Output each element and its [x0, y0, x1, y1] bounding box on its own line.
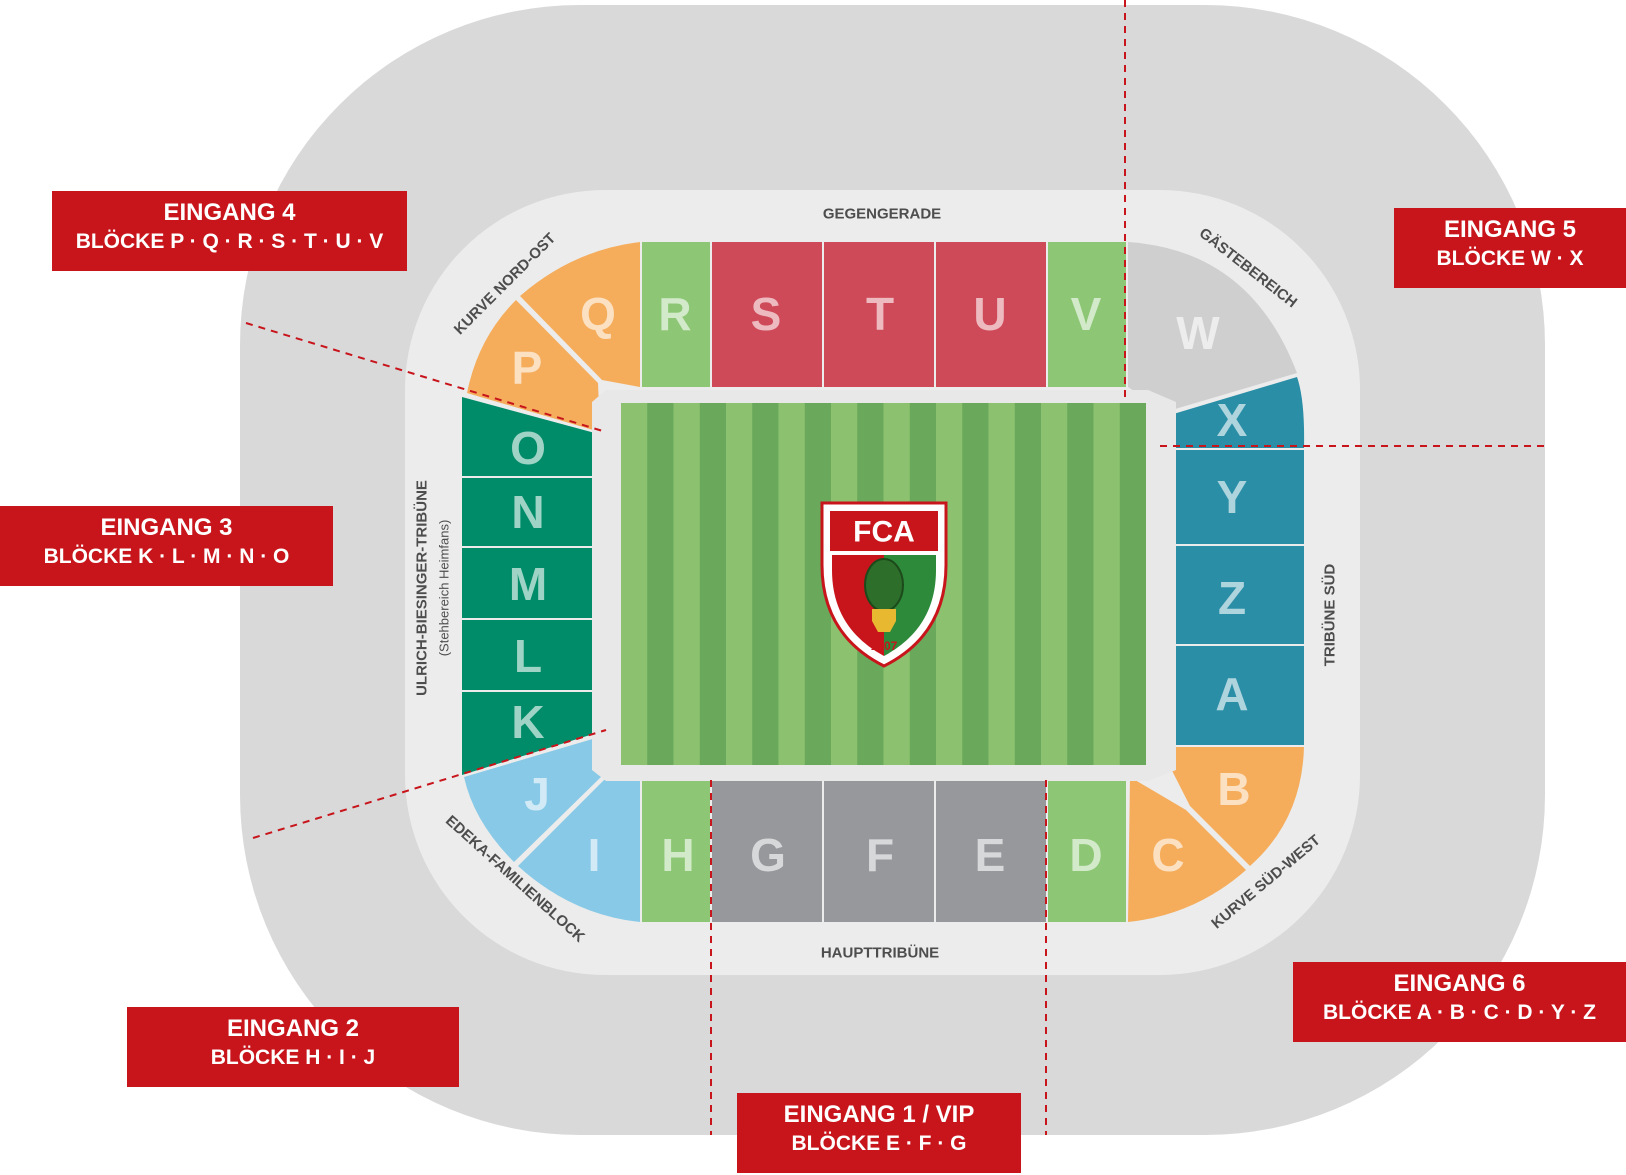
entrance-2-blocks: BLÖCKE H · I · J — [210, 1046, 376, 1069]
area-gegengerade: GEGENGERADE — [823, 206, 941, 223]
block-F[interactable] — [824, 778, 934, 922]
block-R[interactable] — [642, 242, 710, 387]
block-W[interactable] — [1128, 242, 1297, 412]
block-V[interactable] — [1048, 242, 1126, 387]
entrance-3-box: EINGANG 3 BLÖCKE K · L · M · N · O — [0, 506, 333, 586]
entrance-5-box: EINGANG 5 BLÖCKE W · X — [1394, 208, 1626, 288]
entrance-3-blocks: BLÖCKE K · L · M · N · O — [43, 545, 290, 568]
entrance-6-box: EINGANG 6 BLÖCKE A · B · C · D · Y · Z — [1293, 962, 1626, 1042]
entrance-3-title: EINGANG 3 — [100, 514, 233, 541]
pitch-stripe — [962, 403, 989, 765]
entrance-4-blocks: BLÖCKE P · Q · R · S · T · U · V — [75, 230, 384, 253]
block-Y[interactable] — [1160, 450, 1304, 544]
block-E[interactable] — [936, 778, 1046, 922]
pitch-stripe — [699, 403, 726, 765]
block-H[interactable] — [642, 778, 710, 922]
block-label-T: T — [866, 288, 894, 340]
block-T[interactable] — [824, 242, 934, 387]
block-label-M: M — [509, 558, 547, 610]
block-G[interactable] — [712, 778, 822, 922]
area-tribuene-sued: TRIBÜNE SÜD — [1322, 564, 1339, 667]
entrance-1-vip-title: EINGANG 1 / VIP — [783, 1101, 975, 1128]
crest-text: FCA — [853, 516, 915, 549]
block-label-O: O — [510, 422, 546, 474]
block-B[interactable] — [1160, 747, 1304, 866]
entrance-5-blocks: BLÖCKE W · X — [1436, 247, 1584, 270]
block-X[interactable] — [1160, 377, 1305, 448]
block-label-J: J — [524, 768, 550, 820]
block-label-F: F — [866, 829, 894, 881]
block-label-R: R — [658, 288, 691, 340]
block-O[interactable] — [462, 397, 606, 476]
divider-north-west — [245, 322, 607, 433]
block-label-U: U — [973, 288, 1006, 340]
block-S[interactable] — [712, 242, 822, 387]
block-N[interactable] — [462, 478, 606, 546]
entrance-divider-lines — [245, 0, 1545, 1135]
block-label-Z: Z — [1218, 572, 1246, 624]
entrance-4-box: EINGANG 4 BLÖCKE P · Q · R · S · T · U ·… — [52, 191, 407, 271]
entrance-5-title: EINGANG 5 — [1443, 216, 1577, 243]
block-M[interactable] — [462, 548, 606, 618]
block-A[interactable] — [1160, 646, 1304, 745]
area-haupttribuene: HAUPTTRIBÜNE — [821, 945, 939, 962]
block-label-P: P — [512, 342, 543, 394]
pitch-stripe — [647, 403, 674, 765]
block-L[interactable] — [462, 620, 606, 690]
block-C[interactable] — [1128, 777, 1246, 922]
block-U[interactable] — [936, 242, 1046, 387]
entrance-1-vip-blocks: BLÖCKE E · F · G — [791, 1132, 967, 1155]
entrance-4-title: EINGANG 4 — [163, 199, 296, 226]
area-west-stand-sub: (Stehbereich Heimfans) — [437, 520, 452, 657]
divider-south-west — [252, 729, 607, 839]
block-Q[interactable] — [520, 242, 640, 387]
entrance-1-vip-box: EINGANG 1 / VIP BLÖCKE E · F · G — [737, 1093, 1021, 1173]
block-label-K: K — [511, 696, 544, 748]
block-label-Y: Y — [1217, 471, 1248, 523]
block-J[interactable] — [464, 735, 606, 862]
block-label-D: D — [1069, 829, 1102, 881]
block-label-A: A — [1215, 668, 1248, 720]
block-label-Q: Q — [580, 288, 616, 340]
entrance-6-title: EINGANG 6 — [1393, 970, 1526, 997]
block-label-I: I — [588, 829, 601, 881]
block-I[interactable] — [518, 778, 640, 922]
block-label-V: V — [1071, 288, 1102, 340]
block-label-S: S — [751, 288, 782, 340]
block-Z[interactable] — [1160, 546, 1304, 644]
entrance-2-title: EINGANG 2 — [226, 1015, 360, 1042]
fca-crest-icon: FCA 1907 — [820, 501, 948, 668]
west-stand — [462, 397, 606, 775]
block-label-B: B — [1217, 763, 1250, 815]
block-label-L: L — [514, 630, 542, 682]
block-K[interactable] — [462, 692, 606, 775]
block-D[interactable] — [1048, 778, 1126, 922]
area-west-stand: ULRICH-BIESINGER-TRIBÜNE — [414, 480, 431, 696]
block-label-W: W — [1176, 307, 1220, 359]
block-label-G: G — [750, 829, 786, 881]
block-label-C: C — [1151, 829, 1184, 881]
pitch-stripe — [1014, 403, 1041, 765]
block-label-N: N — [511, 486, 544, 538]
block-label-H: H — [661, 829, 694, 881]
block-label-X: X — [1217, 394, 1248, 446]
pitch-stripe — [1119, 403, 1146, 765]
pitch-stripe — [1067, 403, 1094, 765]
entrance-2-box: EINGANG 2 BLÖCKE H · I · J — [127, 1007, 459, 1087]
crest-year: 1907 — [871, 639, 898, 653]
block-labels: O N M L K P Q R S T U V W X Y Z A B C D … — [509, 288, 1251, 881]
entrance-6-blocks: BLÖCKE A · B · C · D · Y · Z — [1323, 1001, 1596, 1024]
block-label-E: E — [975, 829, 1006, 881]
pitch-stripe — [752, 403, 779, 765]
